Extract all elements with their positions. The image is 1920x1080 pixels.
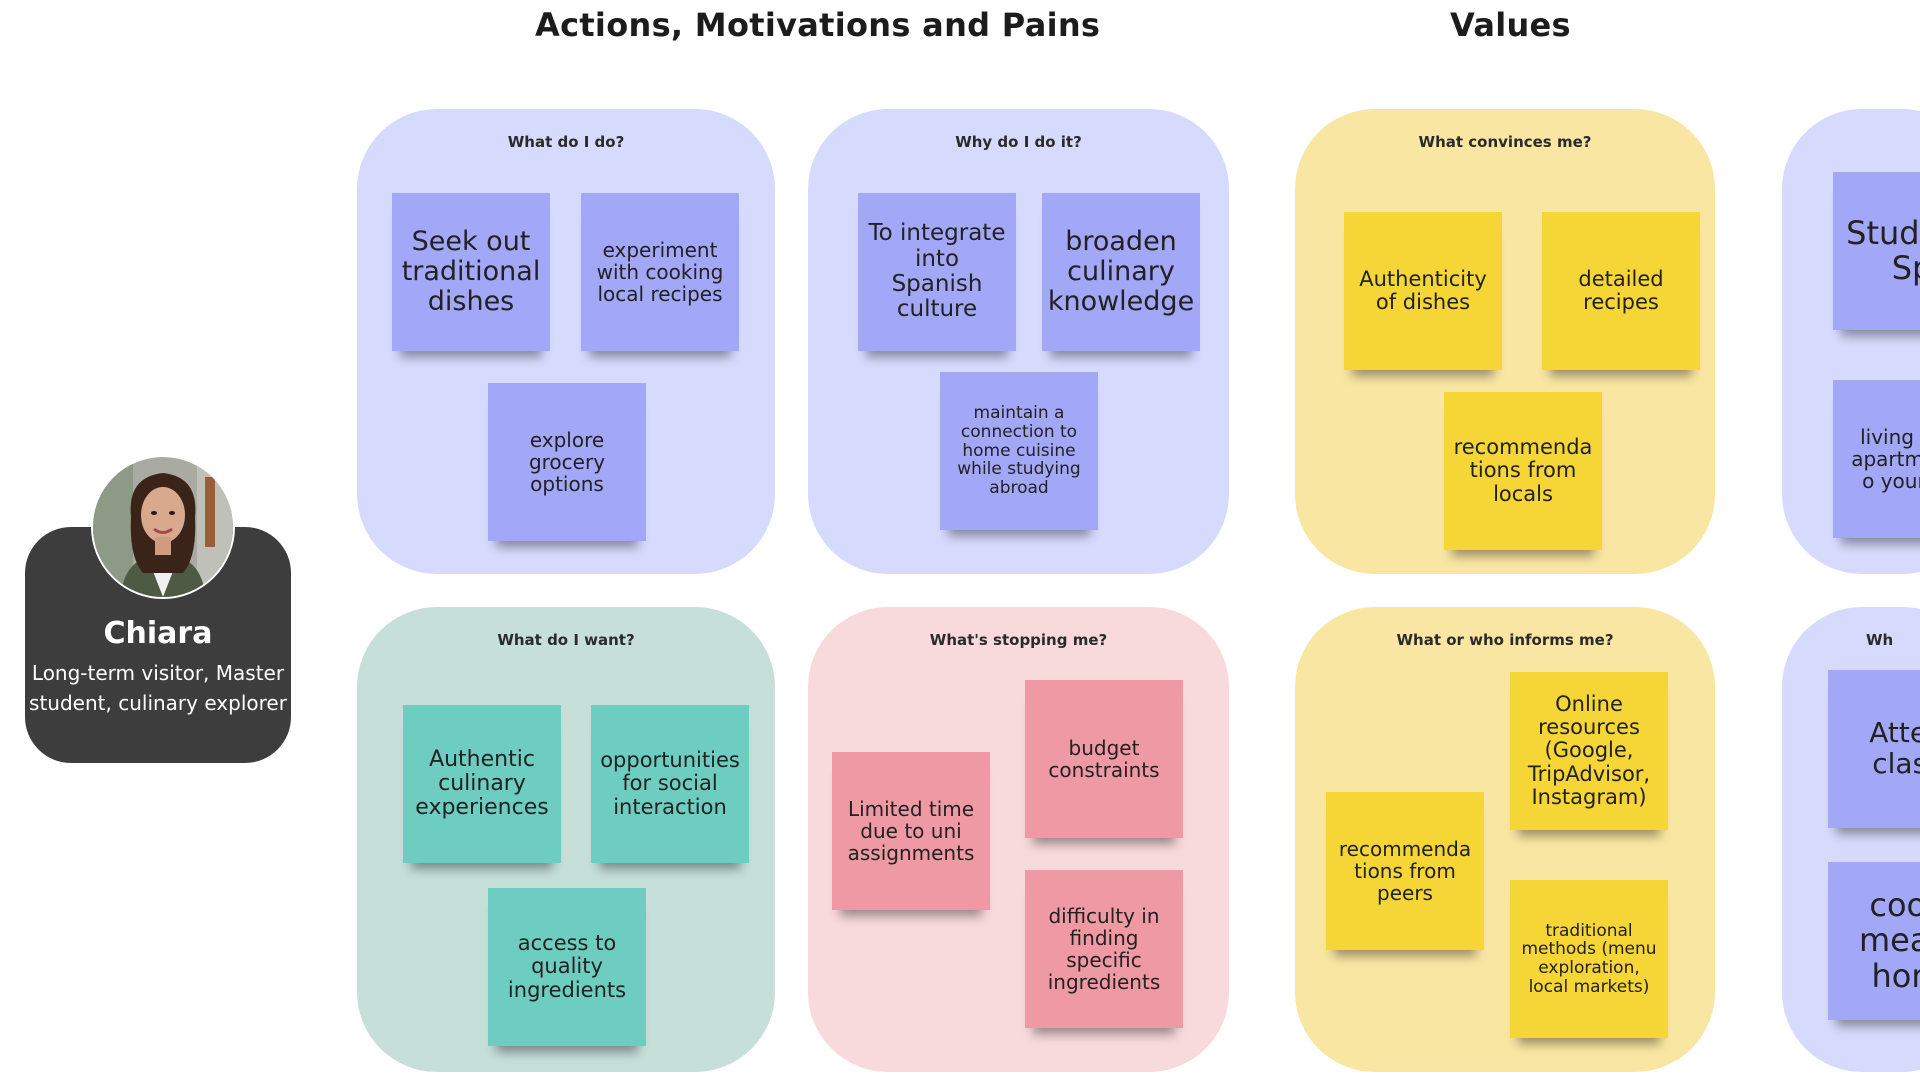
persona-description: Long-term visitor, Master student, culin… [25,658,291,718]
sticky-note[interactable]: living shar apartm with o young p [1833,380,1920,538]
sticky-note[interactable]: opportunities for social interaction [591,705,749,863]
sticky-note[interactable]: difficulty in finding specific ingredien… [1025,870,1183,1028]
sticky-note[interactable]: Authentic culinary experiences [403,705,561,863]
avatar-photo-icon [93,457,233,597]
sticky-note[interactable]: experiment with cooking local recipes [581,193,739,351]
avatar [91,455,235,599]
sticky-note[interactable]: Seek out traditional dishes [392,193,550,351]
section-header-actions: Actions, Motivations and Pains [535,6,1100,44]
panel-title: What do I want? [357,631,775,649]
panel-title: What do I do? [357,133,775,151]
sticky-note[interactable]: maintain a connection to home cuisine wh… [940,372,1098,530]
sticky-note[interactable]: broaden culinary knowledge [1042,193,1200,351]
panel-title: What's stopping me? [808,631,1229,649]
sticky-note[interactable]: cook meals hom [1828,862,1920,1020]
persona-name: Chiara [25,616,291,651]
sticky-note[interactable]: Atten class [1828,670,1920,828]
sticky-note[interactable]: recommenda tions from peers [1326,792,1484,950]
sticky-note[interactable]: Limited time due to uni assignments [832,752,990,910]
section-header-values: Values [1450,6,1571,44]
sticky-note[interactable]: recommenda tions from locals [1444,392,1602,550]
sticky-note[interactable]: budget constraints [1025,680,1183,838]
panel-title: Why do I do it? [808,133,1229,151]
sticky-note[interactable]: Authenticity of dishes [1344,212,1502,370]
sticky-note[interactable]: Study in Sp [1833,172,1920,330]
sticky-note[interactable]: Online resources (Google, TripAdvisor, I… [1510,672,1668,830]
sticky-note[interactable]: traditional methods (menu exploration, l… [1510,880,1668,1038]
sticky-note[interactable]: To integrate into Spanish culture [858,193,1016,351]
sticky-note[interactable]: access to quality ingredients [488,888,646,1046]
panel-title: Wh [1866,631,1893,649]
sticky-note[interactable]: detailed recipes [1542,212,1700,370]
sticky-note[interactable]: explore grocery options [488,383,646,541]
panel-title: What convinces me? [1295,133,1715,151]
panel-title: What or who informs me? [1295,631,1715,649]
